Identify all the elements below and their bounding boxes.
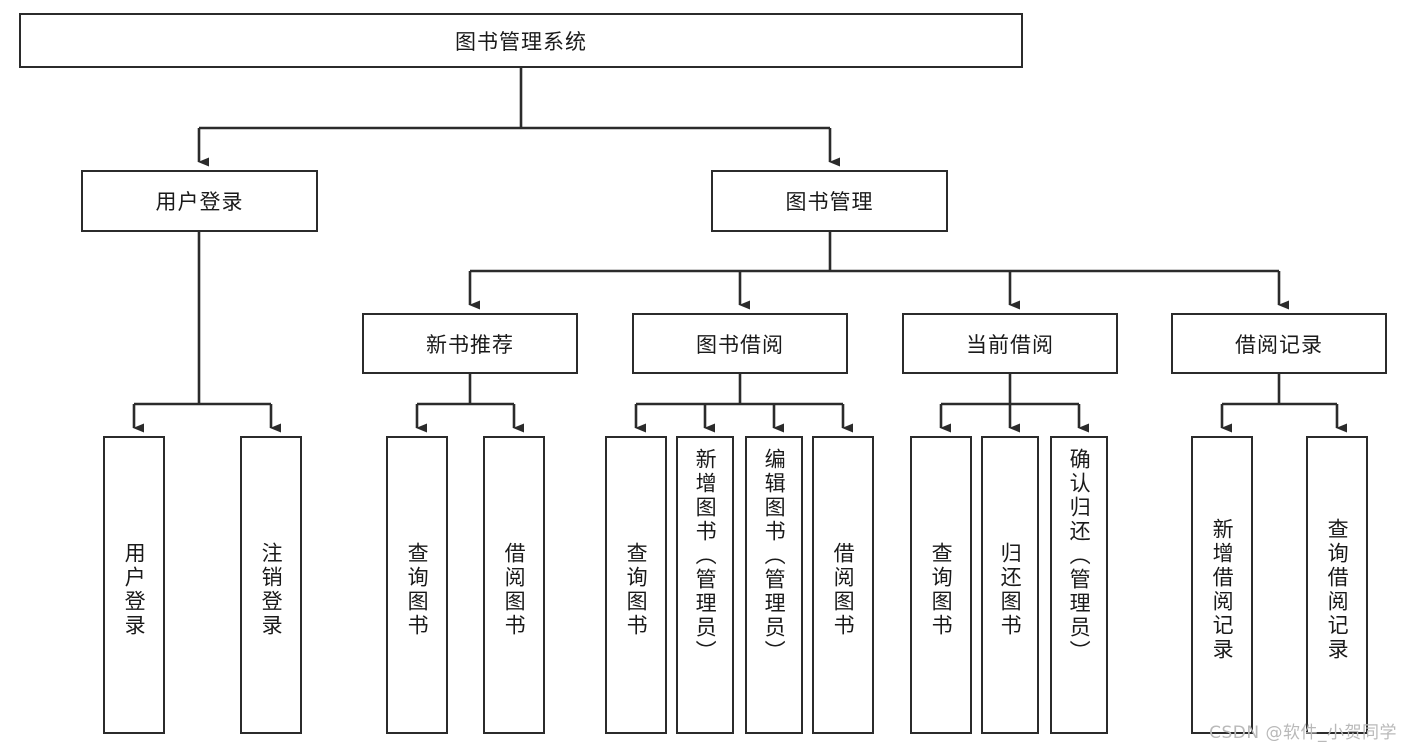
node-book-borrow[interactable]: 图书借阅 xyxy=(632,313,848,374)
node-current-borrow[interactable]: 当前借阅 xyxy=(902,313,1118,374)
node-new-book-rec-label: 新书推荐 xyxy=(426,332,514,357)
node-leaf-query-book-3[interactable]: 查询图书 xyxy=(910,436,972,734)
node-leaf-query-book-3-label: 查询图书 xyxy=(929,542,954,638)
node-borrow-record[interactable]: 借阅记录 xyxy=(1171,313,1387,374)
node-leaf-confirm-return[interactable]: 确认归还（管理员） xyxy=(1050,436,1108,734)
node-borrow-record-label: 借阅记录 xyxy=(1235,332,1323,357)
node-leaf-borrow-book-2-label: 借阅图书 xyxy=(831,542,856,638)
node-new-book-rec[interactable]: 新书推荐 xyxy=(362,313,578,374)
node-leaf-query-book-2-label: 查询图书 xyxy=(624,542,649,638)
node-leaf-query-record[interactable]: 查询借阅记录 xyxy=(1306,436,1368,734)
node-leaf-confirm-return-label: 确认归还（管理员） xyxy=(1067,448,1092,664)
node-leaf-add-book[interactable]: 新增图书（管理员） xyxy=(676,436,734,734)
node-leaf-add-record-label: 新增借阅记录 xyxy=(1210,518,1235,662)
node-book-borrow-label: 图书借阅 xyxy=(696,332,784,357)
node-leaf-edit-book-label: 编辑图书（管理员） xyxy=(762,448,787,664)
node-leaf-user-logout-label: 注销登录 xyxy=(259,542,284,638)
watermark: CSDN @软件_小贺同学 xyxy=(1209,723,1397,743)
node-root-label: 图书管理系统 xyxy=(455,29,587,54)
node-user-login-label: 用户登录 xyxy=(155,190,244,214)
node-leaf-query-record-label: 查询借阅记录 xyxy=(1325,518,1350,662)
node-book-manage-label: 图书管理 xyxy=(785,190,874,214)
node-leaf-borrow-book-1[interactable]: 借阅图书 xyxy=(483,436,545,734)
node-leaf-add-book-label: 新增图书（管理员） xyxy=(693,448,718,664)
node-leaf-return-book[interactable]: 归还图书 xyxy=(981,436,1039,734)
node-leaf-borrow-book-1-label: 借阅图书 xyxy=(502,542,527,638)
node-leaf-query-book-1[interactable]: 查询图书 xyxy=(386,436,448,734)
node-current-borrow-label: 当前借阅 xyxy=(966,332,1054,357)
node-leaf-edit-book[interactable]: 编辑图书（管理员） xyxy=(745,436,803,734)
node-leaf-user-login[interactable]: 用户登录 xyxy=(103,436,165,734)
node-leaf-user-login-label: 用户登录 xyxy=(122,542,147,638)
node-root[interactable]: 图书管理系统 xyxy=(19,13,1023,68)
node-leaf-return-book-label: 归还图书 xyxy=(998,542,1023,638)
node-leaf-add-record[interactable]: 新增借阅记录 xyxy=(1191,436,1253,734)
node-book-manage[interactable]: 图书管理 xyxy=(711,170,948,232)
node-leaf-user-logout[interactable]: 注销登录 xyxy=(240,436,302,734)
node-leaf-borrow-book-2[interactable]: 借阅图书 xyxy=(812,436,874,734)
node-leaf-query-book-1-label: 查询图书 xyxy=(405,542,430,638)
node-leaf-query-book-2[interactable]: 查询图书 xyxy=(605,436,667,734)
node-user-login[interactable]: 用户登录 xyxy=(81,170,318,232)
